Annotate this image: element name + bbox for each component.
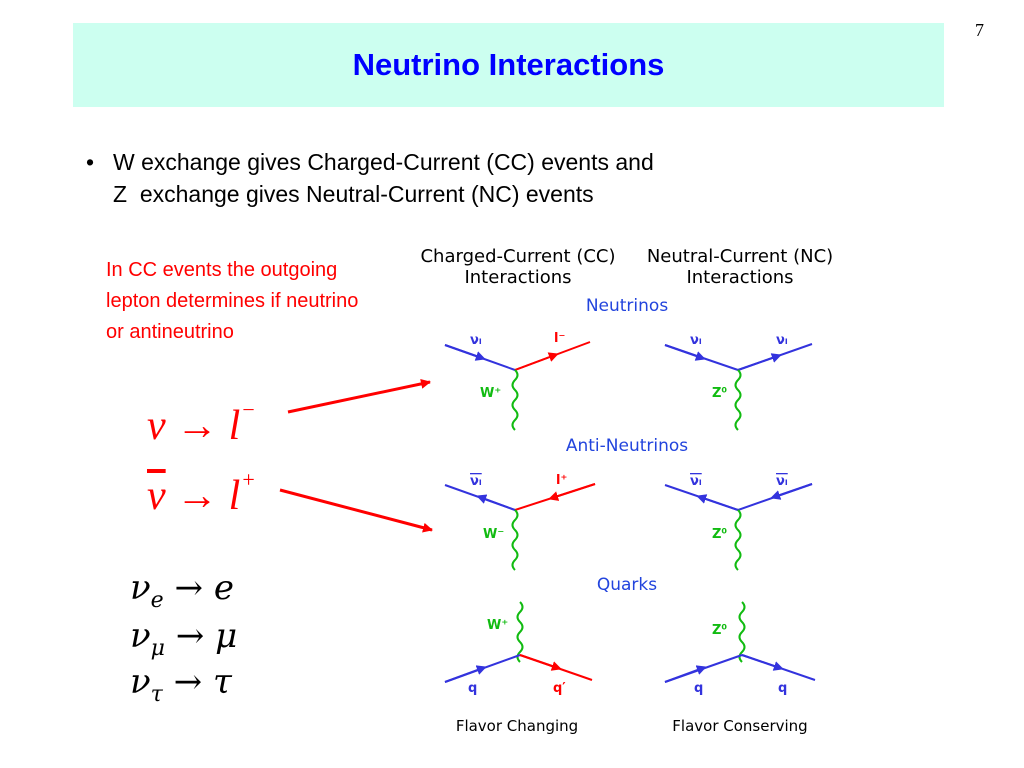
eq1-nu: ν (147, 403, 166, 449)
eq2-nubar: ν (147, 473, 166, 519)
nc-header-line1: Neutral-Current (NC) (647, 246, 833, 267)
title-banner: Neutrino Interactions (73, 23, 944, 107)
page-title: Neutrino Interactions (352, 47, 665, 82)
eq1-minus: − (242, 397, 255, 422)
svg-text:νₗ: νₗ (470, 474, 482, 489)
footer-flavor-changing: Flavor Changing (456, 717, 578, 735)
bullet-line-1: W exchange gives Charged-Current (CC) ev… (113, 149, 654, 175)
eq1-arrow: → (176, 403, 219, 449)
svg-text:l⁻: l⁻ (554, 331, 565, 346)
eq2-plus: + (242, 467, 255, 492)
eq2-arrow: → (176, 473, 219, 519)
cc-quark-diagram: W⁺ q q′ (444, 601, 593, 696)
svg-text:νₗ: νₗ (776, 333, 788, 348)
svg-text:q: q (778, 681, 787, 696)
red-arrow-upper (287, 378, 431, 414)
svg-text:q: q (468, 681, 477, 696)
svg-text:W⁻: W⁻ (483, 527, 504, 542)
footer-flavor-conserving: Flavor Conserving (672, 717, 807, 735)
red-arrow-lower (279, 488, 433, 533)
svg-text:νₗ: νₗ (690, 474, 702, 489)
svg-text:W⁺: W⁺ (487, 618, 508, 633)
flavor-electron: νe → e (130, 568, 234, 613)
svg-text:W⁺: W⁺ (480, 386, 501, 401)
cc-neutrino-diagram: νₗ l⁻ W⁺ (444, 331, 591, 431)
svg-text:Z⁰: Z⁰ (712, 386, 727, 401)
svg-text:νₗ: νₗ (690, 333, 702, 348)
nc-antineutrino-diagram: νₗ νₗ Z⁰ (664, 474, 813, 571)
cc-header-line1: Charged-Current (CC) (420, 246, 615, 267)
eq2-l: l (228, 473, 241, 519)
svg-text:νₗ: νₗ (470, 333, 482, 348)
cc-antineutrino-diagram: νₗ l⁺ W⁻ (444, 473, 596, 571)
bullet-dot: • (86, 149, 95, 175)
svg-text:l⁺: l⁺ (556, 473, 567, 488)
eq1-l: l (228, 403, 241, 449)
cc-header-line2: Interactions (464, 267, 571, 288)
bullet-line-2: Z exchange gives Neutral-Current (NC) ev… (113, 181, 594, 207)
svg-text:νₗ: νₗ (776, 474, 788, 489)
flavor-muon: νμ → μ (130, 616, 238, 661)
svg-text:q: q (694, 681, 703, 696)
bullet-point: • W exchange gives Charged-Current (CC) … (86, 146, 654, 210)
svg-text:q′: q′ (553, 681, 566, 696)
nc-neutrino-diagram: νₗ νₗ Z⁰ (664, 333, 813, 431)
flavor-tau: ντ → τ (130, 662, 232, 707)
slide-number: 7 (975, 20, 984, 40)
section-neutrinos: Neutrinos (586, 296, 669, 316)
cc-note: In CC events the outgoing lepton determi… (106, 259, 359, 343)
nc-quark-diagram: Z⁰ q q (664, 601, 816, 696)
svg-text:Z⁰: Z⁰ (712, 527, 727, 542)
svg-text:Z⁰: Z⁰ (712, 623, 727, 638)
antineutrino-to-lepton-plus: ν → l+ (147, 467, 255, 520)
section-quarks: Quarks (597, 575, 657, 595)
section-antineutrinos: Anti-Neutrinos (566, 436, 688, 456)
neutrino-to-lepton-minus: ν → l− (147, 397, 255, 450)
nc-header-line2: Interactions (686, 267, 793, 288)
